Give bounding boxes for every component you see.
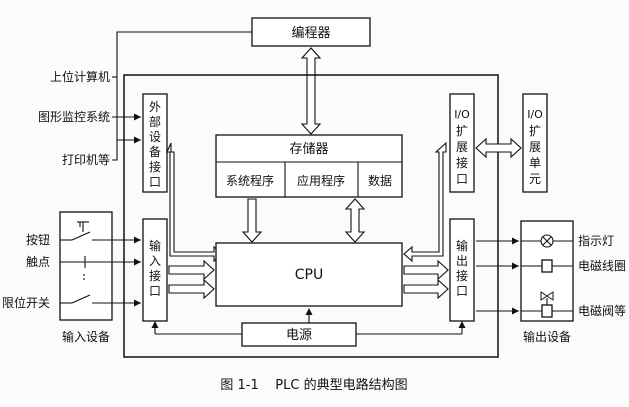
input-interface-char-2: 入 <box>149 254 161 268</box>
programmer-block: 编程器 <box>251 17 371 47</box>
ext-interface-char-3: 设 <box>149 130 161 144</box>
ext-interface-char-4: 备 <box>149 145 161 159</box>
memory-block: 存储器 系统程序 应用程序 数据 <box>215 134 403 198</box>
application-program-cell: 应用程序 <box>297 173 345 188</box>
io-extension-link-arrow <box>475 137 522 159</box>
plc-enclosure <box>123 74 499 358</box>
output-devices-label: 输出设备 <box>523 329 571 344</box>
external-wiring <box>112 31 252 161</box>
io-ext-interface-char-5: 口 <box>456 172 468 186</box>
limit-switch-label: 限位开关 <box>2 295 50 310</box>
cpu-output-arrow-2 <box>403 278 449 300</box>
power-label: 电源 <box>286 328 312 343</box>
solenoid-valve-label: 电磁阀等 <box>578 303 626 318</box>
io-ext-unit-char-3: 展 <box>529 140 541 154</box>
ext-interface-char-5: 接 <box>149 159 161 174</box>
data-cell: 数据 <box>368 173 392 188</box>
input-interface-char-1: 输 <box>149 238 161 253</box>
output-interface-char-3: 接 <box>456 268 468 283</box>
cpu-block: CPU <box>215 242 403 307</box>
monitor-system-label: 图形监控系统 <box>38 110 110 124</box>
power-block: 电源 <box>241 322 357 347</box>
figure-caption: 图 1-1 PLC 的典型电路结构图 <box>220 377 407 393</box>
contact-label: 触点 <box>26 255 50 269</box>
programmer-bus-arrow <box>300 47 322 135</box>
io-ext-interface-char-2: 扩 <box>456 124 468 138</box>
output-interface-char-1: 输 <box>456 238 468 253</box>
printer-label: 打印机等 <box>62 153 110 167</box>
cpu-io-ext-interface-arrow <box>403 141 447 263</box>
ext-interface-char-1: 外 <box>149 100 161 114</box>
output-interface: 输 出 接 口 <box>449 218 475 322</box>
button-label: 按钮 <box>26 232 50 247</box>
system-program-cell: 系统程序 <box>226 173 274 188</box>
ext-interface-char-2: 部 <box>149 114 161 129</box>
io-extension-unit: I/O 扩 展 单 元 <box>522 93 548 193</box>
io-ext-interface-char-4: 接 <box>456 155 468 170</box>
input-interface: 输 入 接 口 <box>142 218 168 322</box>
system-program-cpu-arrow <box>241 198 263 243</box>
input-interface-char-4: 口 <box>149 284 161 298</box>
output-interface-char-4: 口 <box>456 284 468 298</box>
solenoid-coil-label: 电磁线圈 <box>578 258 626 273</box>
io-extension-interface: I/O 扩 展 接 口 <box>449 93 475 193</box>
ext-interface-char-6: 口 <box>149 175 161 189</box>
io-ext-unit-char-2: 扩 <box>529 124 541 138</box>
input-interface-char-3: 接 <box>149 268 161 283</box>
indicator-light-label: 指示灯 <box>578 233 614 248</box>
input-devices-group <box>59 211 141 321</box>
host-computer-label: 上位计算机 <box>50 69 110 84</box>
cpu-output-arrow-1 <box>403 259 449 281</box>
memory-title: 存储器 <box>289 142 328 157</box>
cpu-label: CPU <box>295 267 323 283</box>
io-ext-unit-char-5: 元 <box>529 172 541 186</box>
app-data-cpu-arrow <box>344 198 366 243</box>
io-ext-interface-char-1: I/O <box>454 108 470 121</box>
power-distribution-lines <box>151 308 466 335</box>
output-interface-char-2: 出 <box>456 254 468 268</box>
external-device-interface: 外 部 设 备 接 口 <box>142 93 168 193</box>
input-cpu-arrow-2 <box>168 278 215 300</box>
io-ext-unit-char-4: 单 <box>529 156 541 170</box>
programmer-label: 编程器 <box>291 26 330 41</box>
io-ext-interface-char-3: 展 <box>456 140 468 154</box>
input-cpu-arrow-1 <box>168 259 215 281</box>
io-ext-unit-char-1: I/O <box>527 108 543 121</box>
input-devices-label: 输入设备 <box>62 329 110 344</box>
ext-interface-cpu-arrow <box>166 142 223 263</box>
output-devices-group <box>476 220 574 322</box>
